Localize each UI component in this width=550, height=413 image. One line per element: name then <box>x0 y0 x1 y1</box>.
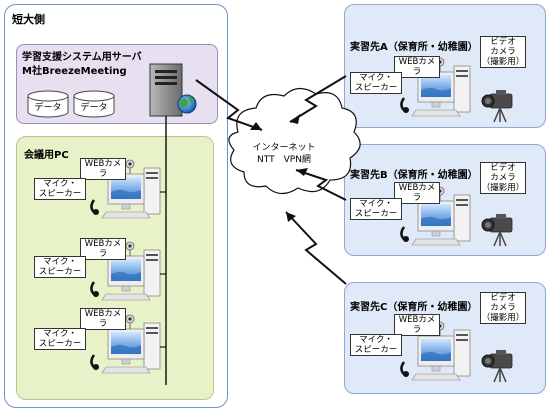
pc2-mic-label: マイク・ スピーカー <box>34 256 86 278</box>
internet-cloud <box>228 87 361 195</box>
db-label-2: データ <box>80 103 108 113</box>
site-c-webcam-label: WEBカメラ <box>394 314 440 336</box>
site-c-video-label: ビデオ カメラ （撮影用） <box>480 292 526 324</box>
database-icon-2 <box>73 90 115 118</box>
site-a-mic-label: マイク・ スピーカー <box>350 72 402 94</box>
link-site-c-internet <box>285 211 347 285</box>
site-a-videocam-icon <box>481 89 513 123</box>
link-site-a-internet <box>289 75 347 123</box>
link-server-internet <box>195 79 263 131</box>
site-a-webcam-label: WEBカメラ <box>394 56 440 78</box>
pc3-mic-label: マイク・ スピーカー <box>34 328 86 350</box>
site-b-mic-label: マイク・ スピーカー <box>350 198 402 220</box>
site-b-webcam-label: WEBカメラ <box>394 182 440 204</box>
db-label-1: データ <box>34 103 62 113</box>
site-b-video-label: ビデオ カメラ （撮影用） <box>480 162 526 194</box>
pc2-webcam-label: WEBカメラ <box>80 238 126 260</box>
pc1-webcam-label: WEBカメラ <box>80 158 126 180</box>
pc-group-title: 会議用PC <box>24 150 69 161</box>
internet-sublabel: NTT VPN網 <box>257 155 311 165</box>
server-title: 学習支援システム用サーバ <box>22 52 142 63</box>
site-c-mic-label: マイク・ スピーカー <box>350 334 402 356</box>
site-b-videocam-icon <box>481 213 513 247</box>
site-a-video-label: ビデオ カメラ （撮影用） <box>480 36 526 68</box>
internet-label: インターネット <box>252 143 316 153</box>
pc1-mic-label: マイク・ スピーカー <box>34 178 86 200</box>
site-c-title: 実習先C（保育所・幼稚園） <box>350 302 478 313</box>
database-icon-1 <box>27 90 69 118</box>
link-site-b-internet <box>295 169 347 201</box>
pc3-webcam-label: WEBカメラ <box>80 308 126 330</box>
server-subtitle: M社BreezeMeeting <box>22 66 127 77</box>
site-c-videocam-icon <box>481 349 513 383</box>
globe-icon <box>177 94 197 114</box>
site-a-title: 実習先A（保育所・幼稚園） <box>350 42 478 53</box>
campus-title: 短大側 <box>12 13 45 26</box>
server-icon <box>149 63 183 117</box>
site-b-title: 実習先B（保育所・幼稚園） <box>350 170 478 181</box>
